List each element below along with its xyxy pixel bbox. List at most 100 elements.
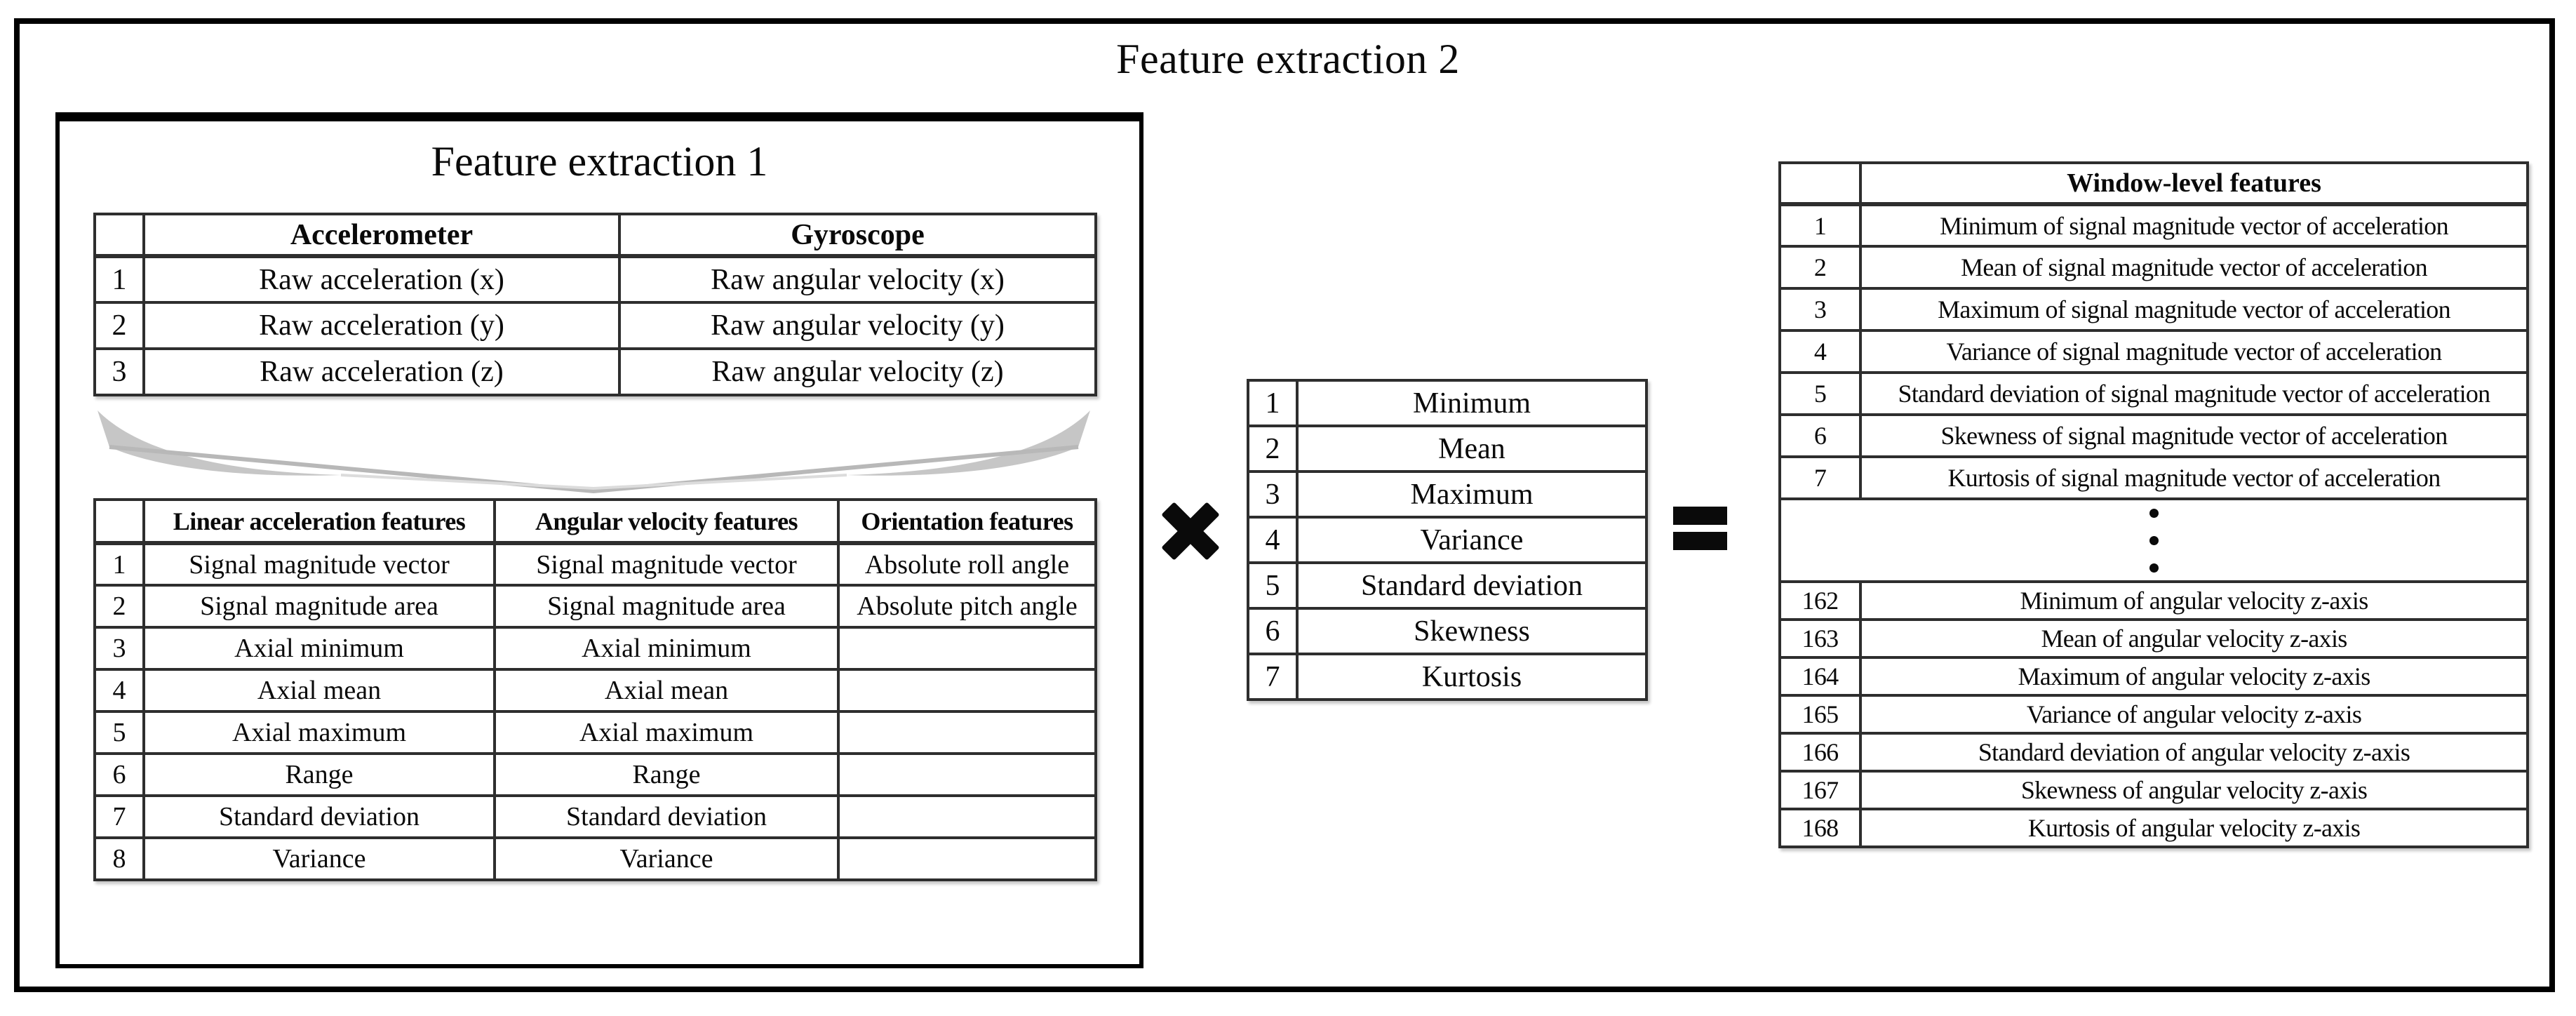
- row-number-cell: 168: [1778, 808, 1862, 848]
- column-header: Angular velocity features: [493, 498, 840, 545]
- table-cell: Kurtosis of angular velocity z-axis: [1859, 808, 2529, 848]
- table-cell: Axial maximum: [493, 710, 840, 755]
- row-number-cell: 3: [1778, 287, 1862, 332]
- table-cell: Standard deviation of signal magnitude v…: [1859, 371, 2529, 416]
- table-cell: Signal magnitude area: [142, 584, 496, 629]
- table-cell: Minimum of angular velocity z-axis: [1859, 580, 2529, 621]
- column-header: Gyroscope: [618, 213, 1097, 258]
- ellipsis-row: [1778, 497, 2529, 583]
- column-header: Accelerometer: [142, 213, 621, 258]
- corner-cell: [1778, 161, 1862, 206]
- table-cell: Skewness of angular velocity z-axis: [1859, 770, 2529, 810]
- row-number-cell: 3: [93, 347, 145, 396]
- column-header: Window-level features: [1859, 161, 2529, 206]
- table-cell: Raw angular velocity (y): [618, 301, 1097, 350]
- table-cell: [837, 836, 1097, 881]
- column-header: Orientation features: [837, 498, 1097, 545]
- row-number-cell: 2: [93, 584, 145, 629]
- table-cell: Axial minimum: [493, 626, 840, 671]
- table-cell: Variance: [142, 836, 496, 881]
- table-cell: Axial minimum: [142, 626, 496, 671]
- row-number-cell: 6: [1778, 413, 1862, 458]
- table-cell: Maximum of angular velocity z-axis: [1859, 656, 2529, 697]
- table-cell: Raw acceleration (x): [142, 255, 621, 304]
- window-table-header-row: Window-level features: [1778, 161, 2529, 206]
- table-cell: Kurtosis: [1296, 653, 1648, 701]
- table-cell: Raw acceleration (z): [142, 347, 621, 396]
- table-cell: Variance of angular velocity z-axis: [1859, 694, 2529, 735]
- table-cell: Mean of angular velocity z-axis: [1859, 618, 2529, 659]
- row-number-cell: 2: [93, 301, 145, 350]
- corner-cell: [93, 213, 145, 258]
- row-number-cell: 3: [93, 626, 145, 671]
- table-cell: Standard deviation: [142, 794, 496, 839]
- row-number-cell: 164: [1778, 656, 1862, 697]
- table-cell: Absolute pitch angle: [837, 584, 1097, 629]
- table-cell: Variance of signal magnitude vector of a…: [1859, 329, 2529, 374]
- row-number-cell: 7: [1247, 653, 1299, 701]
- row-number-cell: 1: [1778, 203, 1862, 248]
- features-table-header-row: Linear acceleration features Angular vel…: [93, 498, 1097, 545]
- row-number-cell: 163: [1778, 618, 1862, 659]
- table-cell: Absolute roll angle: [837, 542, 1097, 587]
- row-number-cell: 5: [93, 710, 145, 755]
- row-number-cell: 167: [1778, 770, 1862, 810]
- table-cell: Axial mean: [493, 668, 840, 713]
- row-number-cell: 1: [1247, 379, 1299, 427]
- row-number-cell: 6: [93, 752, 145, 797]
- equals-icon: [1673, 507, 1727, 550]
- table-cell: [837, 668, 1097, 713]
- row-number-cell: 8: [93, 836, 145, 881]
- table-cell: Signal magnitude vector: [142, 542, 496, 587]
- table-cell: Axial mean: [142, 668, 496, 713]
- table-cell: Raw angular velocity (z): [618, 347, 1097, 396]
- vertical-ellipsis-icon: [1778, 497, 2529, 583]
- multiply-icon: [1161, 502, 1220, 561]
- table-cell: Variance: [493, 836, 840, 881]
- row-number-cell: 1: [93, 255, 145, 304]
- table-cell: Variance: [1296, 516, 1648, 564]
- row-number-cell: 6: [1247, 607, 1299, 655]
- column-header: Linear acceleration features: [142, 498, 496, 545]
- feature-extraction-1-title: Feature extraction 1: [431, 138, 768, 185]
- table-cell: Standard deviation of angular velocity z…: [1859, 732, 2529, 773]
- diagram-title: Feature extraction 2: [1116, 36, 1460, 82]
- corner-cell: [93, 498, 145, 545]
- table-cell: Signal magnitude area: [493, 584, 840, 629]
- row-number-cell: 7: [1778, 455, 1862, 500]
- table-cell: Standard deviation: [493, 794, 840, 839]
- table-cell: Raw acceleration (y): [142, 301, 621, 350]
- table-cell: Raw angular velocity (x): [618, 255, 1097, 304]
- table-cell: Maximum of signal magnitude vector of ac…: [1859, 287, 2529, 332]
- table-cell: Range: [142, 752, 496, 797]
- row-number-cell: 4: [1247, 516, 1299, 564]
- table-cell: Range: [493, 752, 840, 797]
